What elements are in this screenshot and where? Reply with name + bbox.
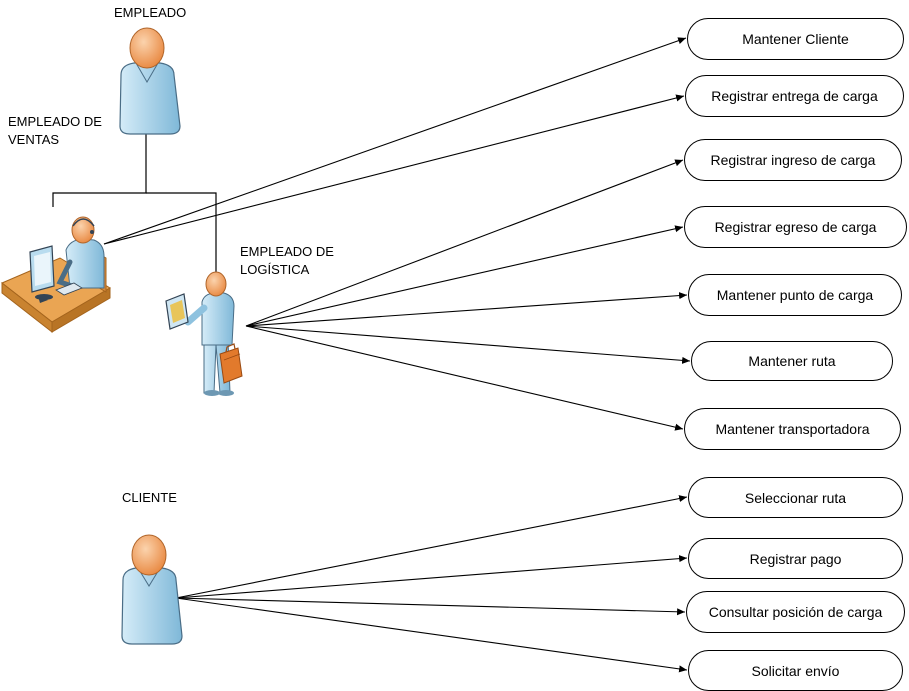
- actor-label-ventas: EMPLEADO DE VENTAS: [8, 114, 102, 147]
- actor-label-logistica: EMPLEADO DE LOGÍSTICA: [240, 244, 334, 277]
- use-case-registrar-entrega[interactable]: Registrar entrega de carga: [685, 75, 904, 117]
- ventas-associations: [103, 37, 687, 245]
- cliente-associations: [175, 495, 688, 673]
- actor-label-cliente: CLIENTE: [122, 490, 177, 505]
- cliente-actor-icon: [121, 534, 183, 645]
- actor-label-empleado: EMPLEADO: [114, 5, 187, 20]
- use-case-solicitar-envio[interactable]: Solicitar envío: [688, 650, 903, 691]
- generalization-connector: [52, 133, 217, 272]
- use-case-consultar-posicion[interactable]: Consultar posición de carga: [686, 591, 905, 633]
- logistica-associations: [245, 159, 691, 431]
- sales-operator-icon: [1, 216, 111, 334]
- use-case-mantener-cliente[interactable]: Mantener Cliente: [687, 18, 904, 60]
- use-case-registrar-pago[interactable]: Registrar pago: [688, 538, 903, 579]
- use-case-registrar-egreso[interactable]: Registrar egreso de carga: [684, 206, 907, 248]
- use-case-mantener-punto[interactable]: Mantener punto de carga: [688, 274, 902, 316]
- use-case-registrar-ingreso[interactable]: Registrar ingreso de carga: [684, 139, 902, 181]
- use-case-seleccionar-ruta[interactable]: Seleccionar ruta: [688, 477, 903, 518]
- logistics-worker-icon: [165, 271, 243, 396]
- use-case-mantener-transportadora[interactable]: Mantener transportadora: [684, 408, 901, 450]
- use-case-mantener-ruta[interactable]: Mantener ruta: [691, 341, 893, 381]
- empleado-actor-icon: [119, 27, 181, 135]
